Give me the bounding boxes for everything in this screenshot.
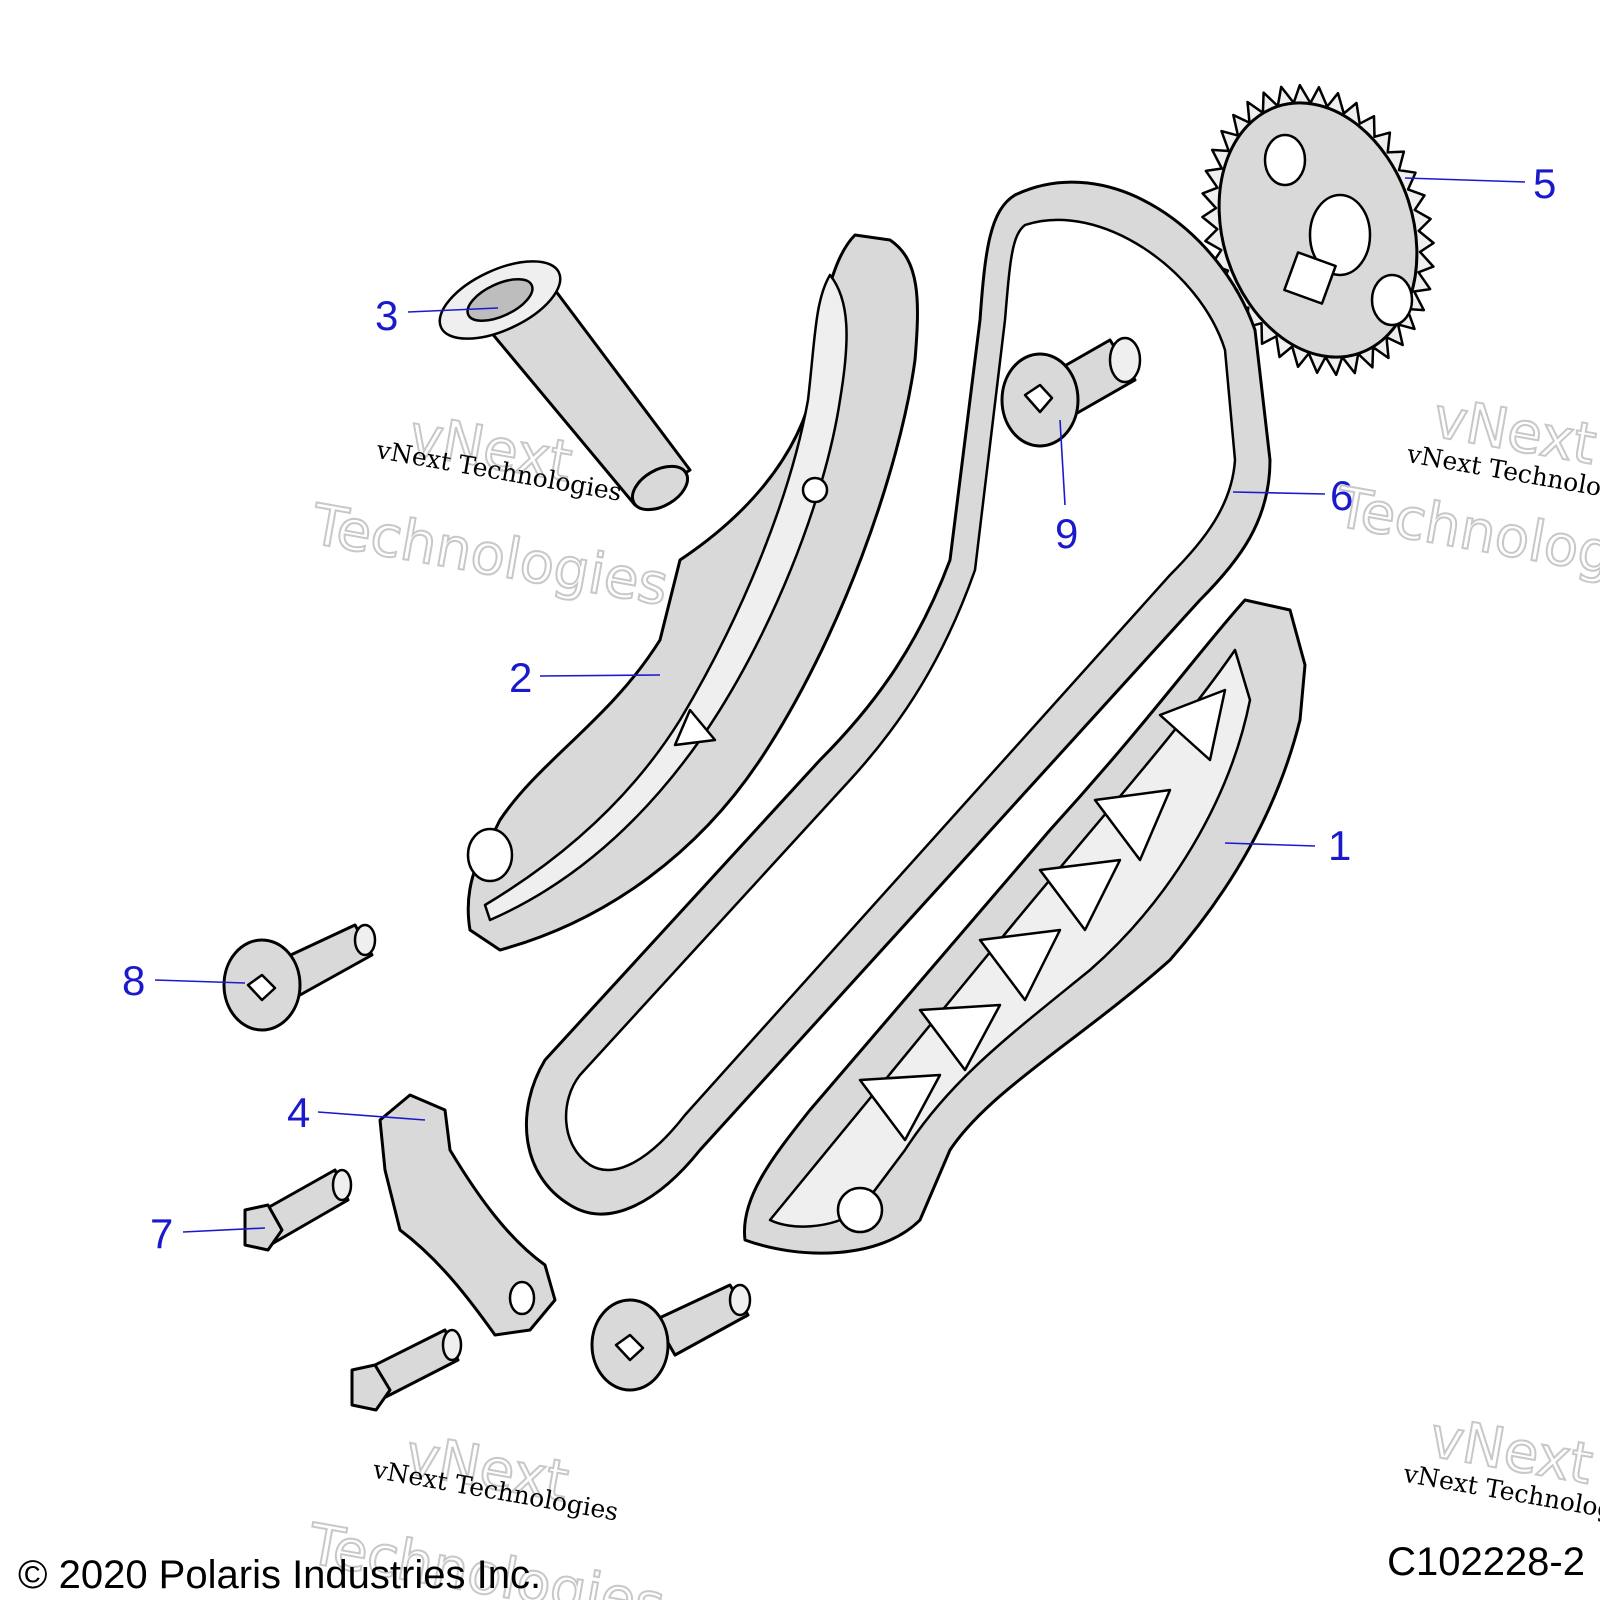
callout-5: 5 — [1533, 160, 1556, 207]
callout-3: 3 — [375, 292, 398, 339]
figure-code: C102228-2 — [1387, 1540, 1585, 1584]
leader-4 — [317, 1111, 426, 1121]
callout-7: 7 — [150, 1210, 173, 1257]
part-8-bolt — [222, 923, 377, 1032]
leader-5 — [1404, 177, 1526, 183]
part-3-tensioner — [438, 260, 692, 512]
part-5-cam-sprocket — [1201, 83, 1435, 377]
part-1-chain-guide-ribbed — [742, 598, 1307, 1255]
callout-6: 6 — [1330, 472, 1353, 519]
callout-2: 2 — [509, 654, 532, 701]
callout-9: 9 — [1055, 510, 1078, 557]
callout-8: 8 — [122, 957, 145, 1004]
leader-6 — [1232, 491, 1326, 495]
part-9-bolt — [1000, 336, 1142, 448]
watermark-bottom-right: vNext vNext Technologies — [1400, 1404, 1600, 1530]
hex-bolt-lower — [350, 1328, 463, 1412]
watermark-big-line2: Technologies — [306, 492, 673, 619]
watermark-top-right: vNext Technologies vNext Technologies — [1329, 384, 1600, 602]
leader-2 — [539, 674, 661, 677]
callout-4: 4 — [287, 1089, 310, 1136]
callout-1: 1 — [1328, 822, 1351, 869]
callouts: 1 2 3 4 5 6 7 8 9 — [122, 160, 1556, 1257]
part-4-bracket — [378, 1093, 557, 1337]
part-6-timing-chain — [525, 180, 1272, 1216]
leader-1 — [1224, 842, 1316, 847]
leader-lines — [154, 177, 1526, 1233]
leader-9 — [1059, 419, 1066, 506]
copyright-text: © 2020 Polaris Industries Inc. — [18, 1553, 541, 1597]
leader-8 — [154, 979, 246, 984]
part-7-bolt — [243, 1168, 353, 1252]
leader-3 — [407, 307, 499, 313]
leader-7 — [182, 1227, 266, 1233]
part-2-chain-guide — [466, 233, 919, 952]
torx-bolt-lower — [590, 1283, 752, 1392]
